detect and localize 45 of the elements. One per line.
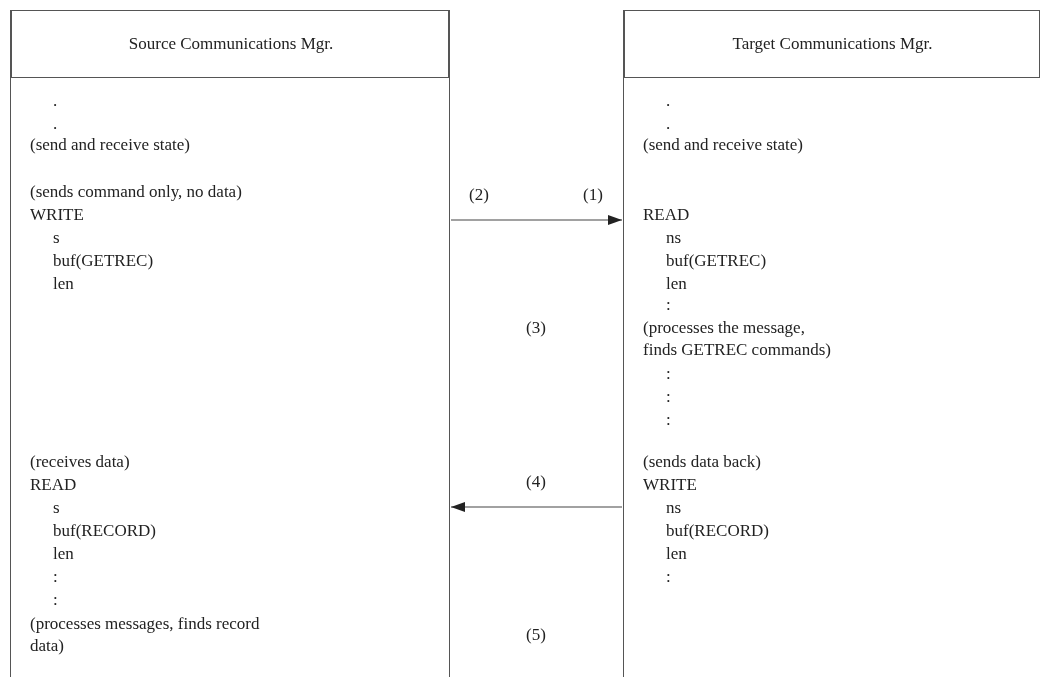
- lifeline-column: [10, 10, 450, 677]
- message-text: len: [666, 273, 687, 295]
- continuation-dots: :: [666, 566, 671, 588]
- message-text: buf(RECORD): [53, 520, 156, 542]
- message-text: len: [666, 543, 687, 565]
- message-text: s: [53, 227, 60, 249]
- continuation-dots: :: [666, 294, 671, 316]
- lane-heading: Target Communications Mgr.: [731, 33, 934, 55]
- message-text: WRITE: [643, 474, 697, 496]
- continuation-dots: .: [666, 90, 671, 112]
- continuation-dots: :: [666, 409, 671, 431]
- continuation-dots: :: [666, 386, 671, 408]
- step-number: (4): [526, 471, 546, 493]
- lifeline-column: [623, 10, 1040, 677]
- step-number: (2): [469, 184, 489, 206]
- message-arrow: [450, 215, 623, 225]
- continuation-dots: .: [53, 90, 58, 112]
- continuation-dots: :: [53, 589, 58, 611]
- message-text: (receives data): [30, 451, 130, 473]
- step-number: (5): [526, 624, 546, 646]
- step-number: (1): [583, 184, 603, 206]
- message-text: READ: [30, 474, 77, 496]
- continuation-dots: .: [53, 113, 58, 135]
- message-text: (send and receive state): [30, 134, 190, 156]
- continuation-dots: :: [666, 363, 671, 385]
- message-text: (sends data back): [643, 451, 761, 473]
- message-text: buf(RECORD): [666, 520, 769, 542]
- continuation-dots: :: [53, 566, 58, 588]
- message-text: len: [53, 273, 74, 295]
- message-text: ns: [666, 227, 682, 249]
- message-text: ns: [666, 497, 682, 519]
- message-text: s: [53, 497, 60, 519]
- message-text: buf(GETREC): [53, 250, 154, 272]
- message-text: WRITE: [30, 204, 84, 226]
- step-number: (3): [526, 317, 546, 339]
- lane-heading: Source Communications Mgr.: [127, 33, 335, 55]
- message-text: (processes the message, finds GETREC commands): [643, 317, 832, 361]
- message-text: len: [53, 543, 74, 565]
- message-arrow: [450, 502, 623, 512]
- message-text: (sends command only, no data): [30, 181, 242, 203]
- message-text: (send and receive state): [643, 134, 803, 156]
- message-text: (processes messages, finds record data): [30, 613, 261, 657]
- continuation-dots: .: [666, 113, 671, 135]
- message-text: READ: [643, 204, 690, 226]
- message-text: buf(GETREC): [666, 250, 767, 272]
